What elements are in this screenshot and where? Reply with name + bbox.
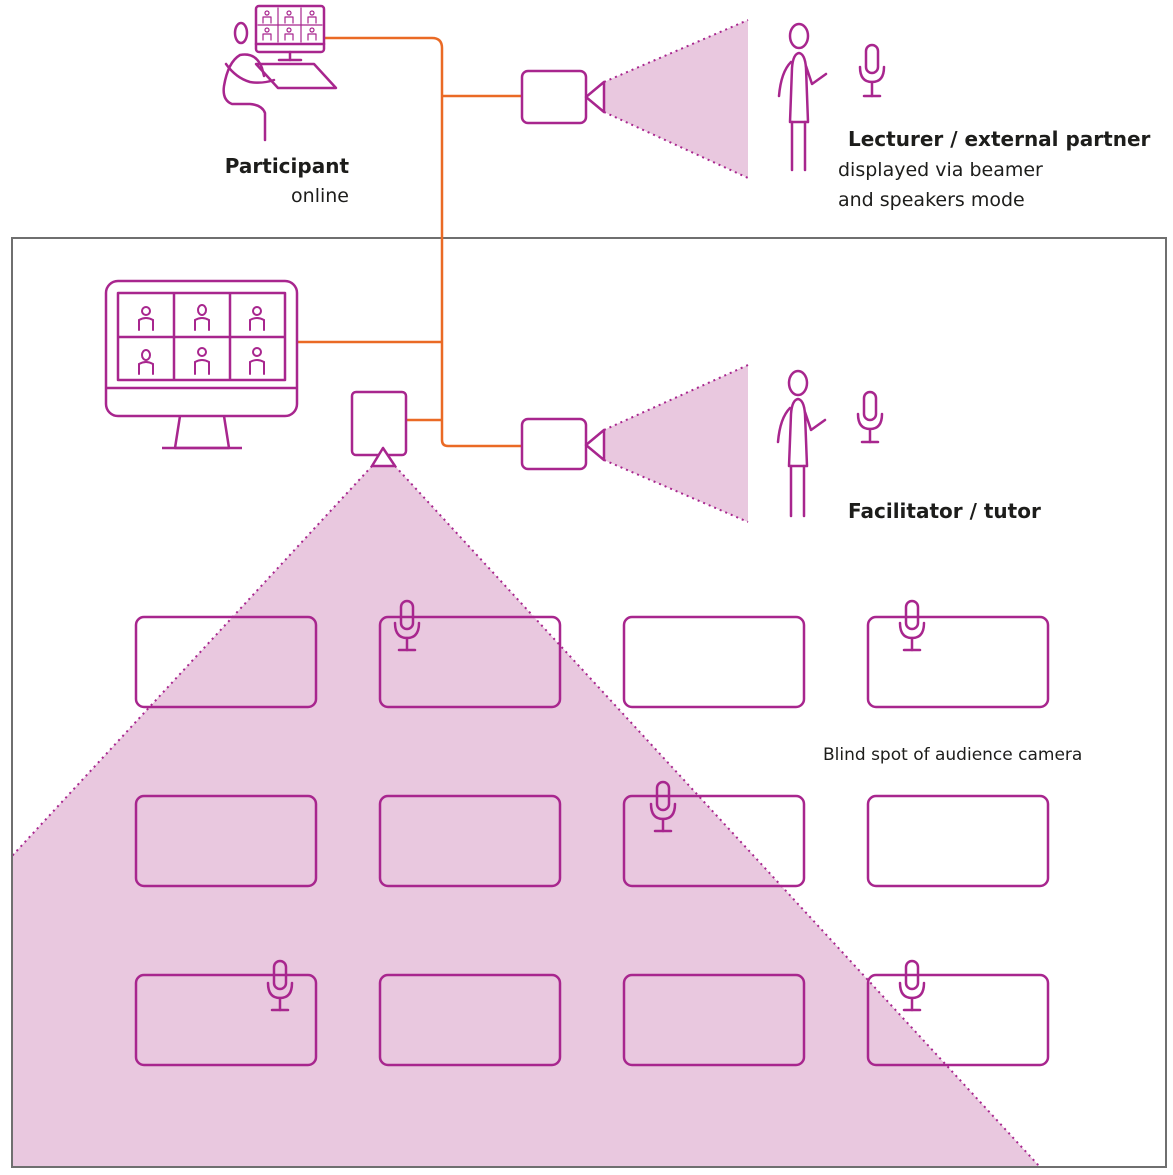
lecturer-microphone-icon (858, 43, 886, 98)
desk-icon (134, 973, 318, 1067)
facilitator-camera-view (603, 364, 749, 523)
facilitator-microphone-icon (856, 390, 884, 444)
desk-icon (866, 794, 1050, 888)
desk-icon (378, 973, 562, 1067)
lecturer-camera-view (603, 19, 749, 179)
participant-title: Participant (225, 154, 350, 178)
facilitator-person-icon (776, 369, 827, 518)
audience-desks (134, 615, 1050, 1067)
desk-icon (622, 794, 806, 888)
facilitator-title: Facilitator / tutor (848, 499, 1041, 523)
facilitator-camera-icon (520, 417, 606, 471)
microphone-icon (393, 599, 421, 652)
monitor-icon (104, 279, 299, 450)
room-camera-icon (350, 390, 408, 468)
monitor-participant-grid (138, 304, 265, 375)
video-camera-icon (520, 69, 606, 125)
microphone-icon (649, 780, 677, 833)
lecturer-line-2: and speakers mode (838, 189, 1025, 211)
participant-subtitle: online (291, 185, 349, 207)
desk-icon (134, 794, 318, 888)
desk-icon (378, 615, 562, 709)
microphone-icon (266, 959, 294, 1012)
lecturer-person-icon (777, 22, 828, 172)
microphone-icon (898, 599, 926, 652)
audience-camera-field-of-view (11, 465, 1041, 1168)
desk-icon (378, 794, 562, 888)
desk-icon (866, 973, 1050, 1067)
classroom-boundary (11, 237, 1167, 1168)
blind-spot-label: Blind spot of audience camera (823, 745, 1082, 765)
lecturer-line-1: displayed via beamer (838, 159, 1043, 181)
desk-icon (622, 615, 806, 709)
desk-icon (622, 973, 806, 1067)
desk-icon (134, 615, 318, 709)
connection-lines (297, 36, 522, 448)
lecturer-title: Lecturer / external partner (848, 127, 1151, 151)
desk-icon (866, 615, 1050, 709)
participant-at-laptop-icon (222, 4, 338, 142)
microphone-icon (898, 959, 926, 1012)
